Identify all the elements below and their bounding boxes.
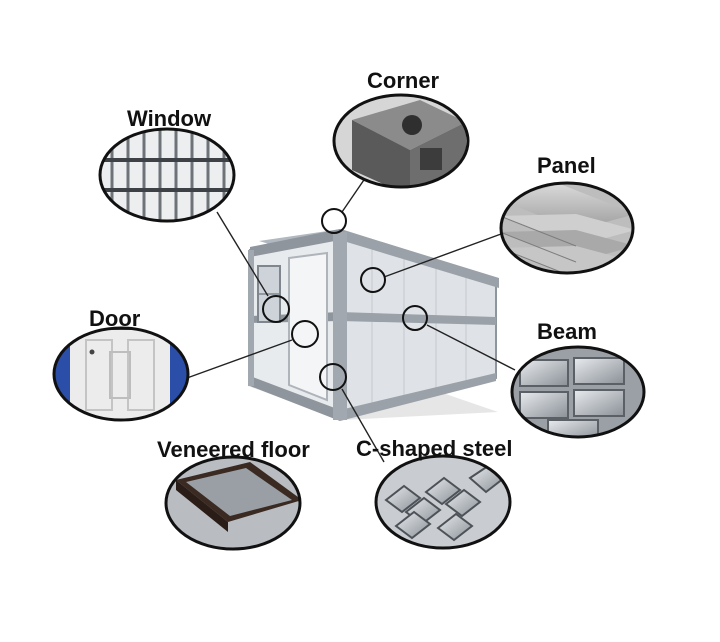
callout-door (291, 320, 319, 348)
leader-door (186, 339, 293, 379)
label-c-shaped-steel: C-shaped steel (356, 436, 513, 461)
corner-post (333, 232, 347, 420)
detail-beam (510, 345, 646, 439)
leader-steel (341, 388, 385, 463)
detail-panel (499, 181, 635, 275)
callout-panel (360, 267, 386, 293)
detail-window (98, 127, 236, 223)
callout-corner (321, 208, 347, 234)
label-beam: Beam (537, 319, 597, 344)
leader-window (216, 211, 269, 297)
detail-corner (332, 93, 470, 189)
leader-beam (426, 324, 516, 371)
house-door (288, 251, 328, 402)
callout-window (262, 295, 290, 323)
label-door: Door (89, 306, 141, 331)
front-bottom-beam (250, 376, 340, 421)
side-middle-beam (340, 312, 496, 325)
callout-circles (262, 208, 428, 391)
label-corner: Corner (367, 68, 440, 93)
label-panel: Panel (537, 153, 596, 178)
callout-beam (402, 305, 428, 331)
front-left-post (248, 250, 254, 386)
side-bottom-beam (340, 373, 496, 421)
container-house (248, 229, 499, 421)
detail-veneered-floor (164, 455, 302, 551)
label-window: Window (127, 106, 212, 131)
callout-floor (319, 363, 347, 391)
detail-c-shaped-steel (374, 454, 512, 550)
side-top-beam (340, 229, 499, 288)
leader-lines (186, 173, 516, 463)
label-veneered-floor: Veneered floor (157, 437, 310, 462)
front-top-beam (250, 229, 340, 257)
leader-panel (383, 233, 502, 278)
detail-door (52, 326, 190, 422)
